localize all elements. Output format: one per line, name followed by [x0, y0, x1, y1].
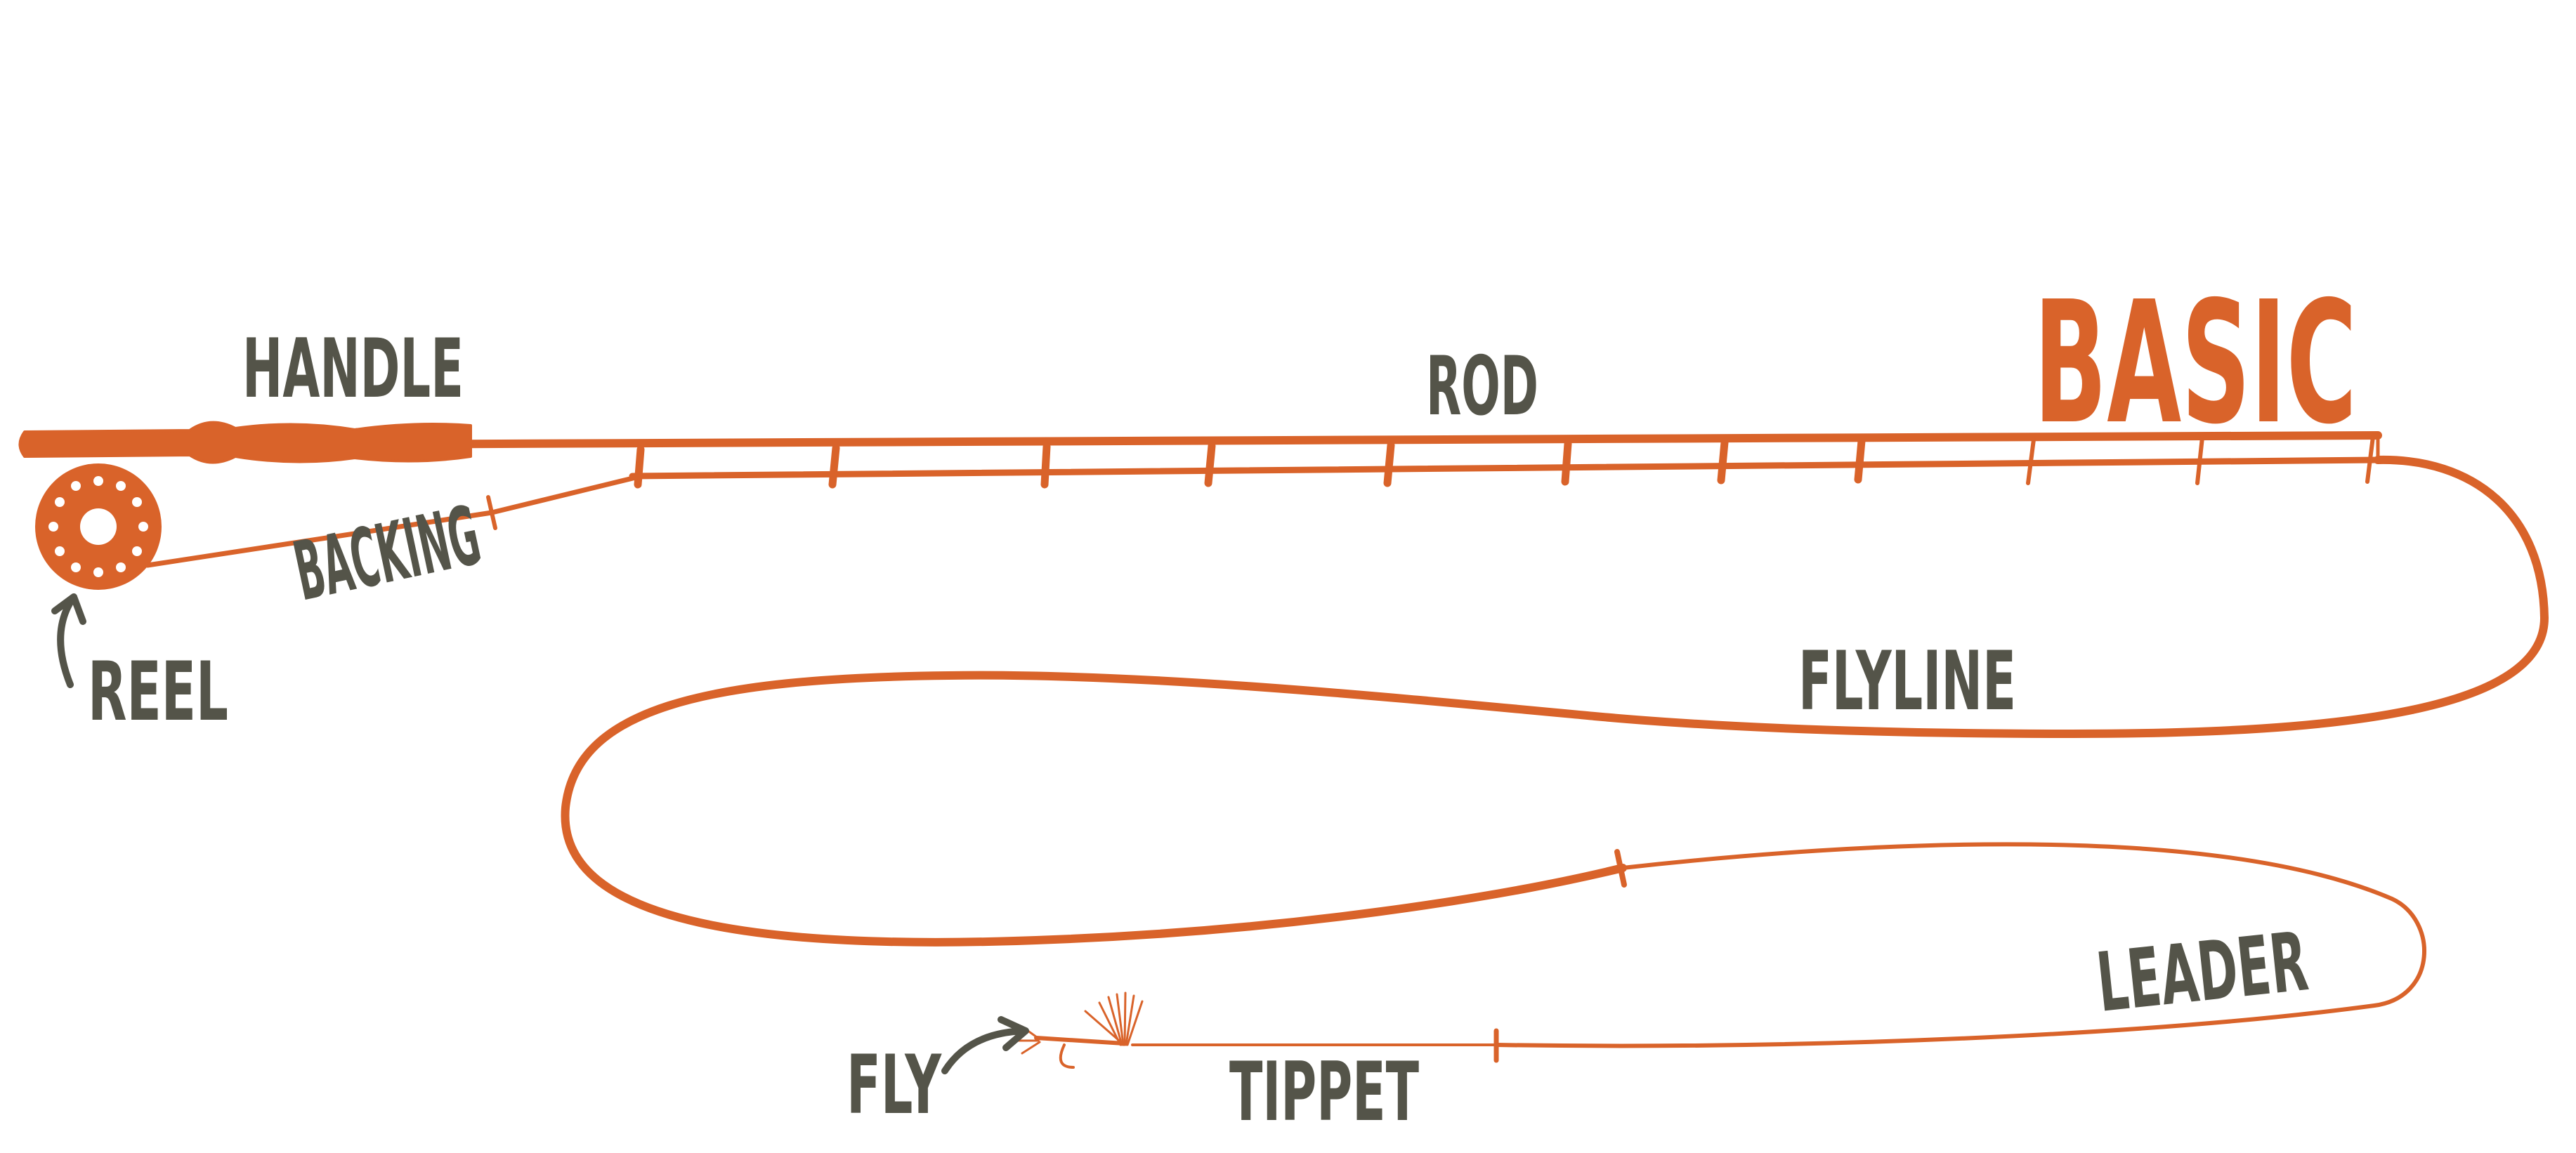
- label-backing: BACKING: [287, 488, 488, 619]
- label-tippet: TIPPET: [1229, 1045, 1419, 1140]
- flyline: [561, 455, 2549, 947]
- backing-knot: [486, 495, 497, 530]
- reel-arrow-icon: [51, 593, 86, 688]
- fly-arrow-icon: [941, 1016, 1029, 1074]
- handle: [18, 421, 472, 464]
- label-handle: HANDLE: [242, 322, 464, 416]
- label-leader: LEADER: [2093, 914, 2312, 1031]
- label-flyline: FLYLINE: [1798, 634, 2016, 729]
- diagram-title: BASIC: [2034, 265, 2357, 461]
- label-rod: ROD: [1426, 339, 1538, 434]
- leader-knot: [1614, 849, 1627, 888]
- label-fly: FLY: [846, 1038, 942, 1133]
- label-reel: REEL: [88, 645, 228, 739]
- rod-guide-line: [629, 456, 2381, 480]
- leader-line: [1494, 842, 2426, 1048]
- fly: [1016, 991, 1144, 1069]
- reel-holes: [48, 476, 148, 577]
- rod-guides: [634, 437, 1866, 489]
